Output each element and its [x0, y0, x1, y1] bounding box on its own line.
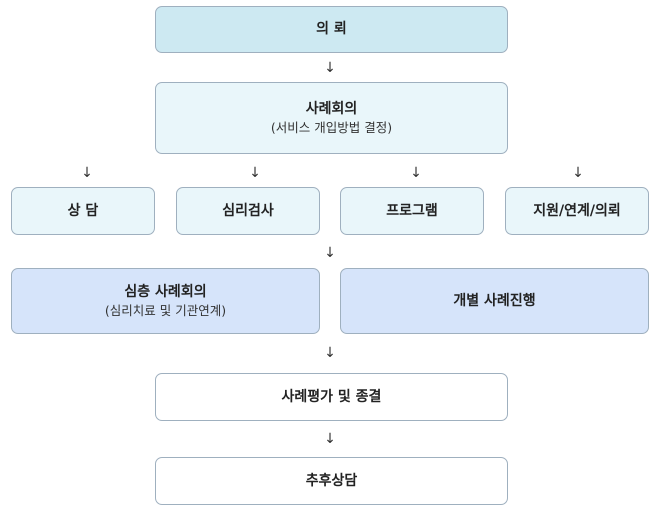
arrow-down-icon: ↓ [410, 165, 422, 181]
deep-meeting-subtitle: (심리치료 및 기관연계) [104, 302, 227, 318]
service-box-psych-test: 심리검사 [176, 187, 320, 235]
arrow-down-icon: ↓ [572, 165, 584, 181]
service-label: 프로그램 [386, 202, 438, 219]
service-label: 지원/연계/의뢰 [533, 202, 621, 219]
deep-meeting-box: 심층 사례회의 (심리치료 및 기관연계) [11, 268, 320, 334]
case-meeting-box: 사례회의 (서비스 개입방법 결정) [155, 82, 508, 154]
arrow-down-icon: ↓ [324, 431, 336, 447]
case-meeting-subtitle: (서비스 개입방법 결정) [270, 119, 393, 135]
individual-case-box: 개별 사례진행 [340, 268, 649, 334]
service-label: 심리검사 [222, 202, 274, 219]
service-label: 상 담 [67, 202, 99, 219]
referral-box: 의 뢰 [155, 6, 508, 53]
evaluation-box: 사례평가 및 종결 [155, 373, 508, 421]
individual-case-title: 개별 사례진행 [453, 292, 536, 309]
followup-box: 추후상담 [155, 457, 508, 505]
referral-title: 의 뢰 [316, 21, 347, 37]
arrow-down-icon: ↓ [249, 165, 261, 181]
arrow-down-icon: ↓ [324, 60, 336, 76]
arrow-down-icon: ↓ [324, 245, 336, 261]
case-meeting-title: 사례회의 [305, 100, 358, 117]
evaluation-title: 사례평가 및 종결 [281, 388, 382, 405]
service-box-program: 프로그램 [340, 187, 484, 235]
arrow-down-icon: ↓ [324, 345, 336, 361]
deep-meeting-title: 심층 사례회의 [124, 283, 207, 300]
service-box-counseling: 상 담 [11, 187, 155, 235]
followup-title: 추후상담 [305, 472, 358, 489]
service-box-support: 지원/연계/의뢰 [505, 187, 649, 235]
arrow-down-icon: ↓ [81, 165, 93, 181]
